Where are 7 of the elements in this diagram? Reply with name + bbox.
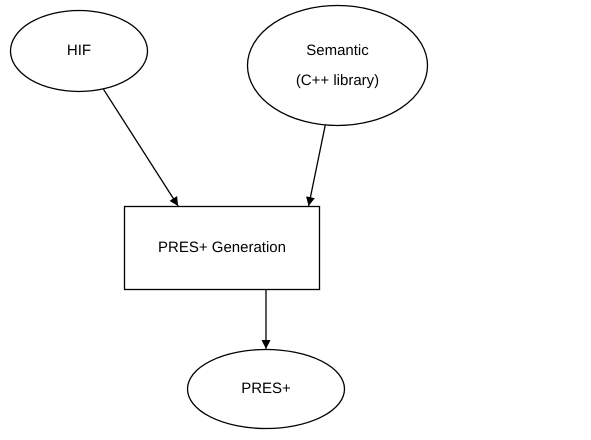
- node-label: Semantic (C++ library): [294, 40, 380, 90]
- node-label: PRES+ Generation: [157, 239, 287, 257]
- arrow: [262, 290, 270, 349]
- node-label: HIF: [66, 42, 92, 60]
- arrow: [306, 125, 326, 206]
- node-label: PRES+: [240, 380, 292, 398]
- arrow: [102, 88, 179, 206]
